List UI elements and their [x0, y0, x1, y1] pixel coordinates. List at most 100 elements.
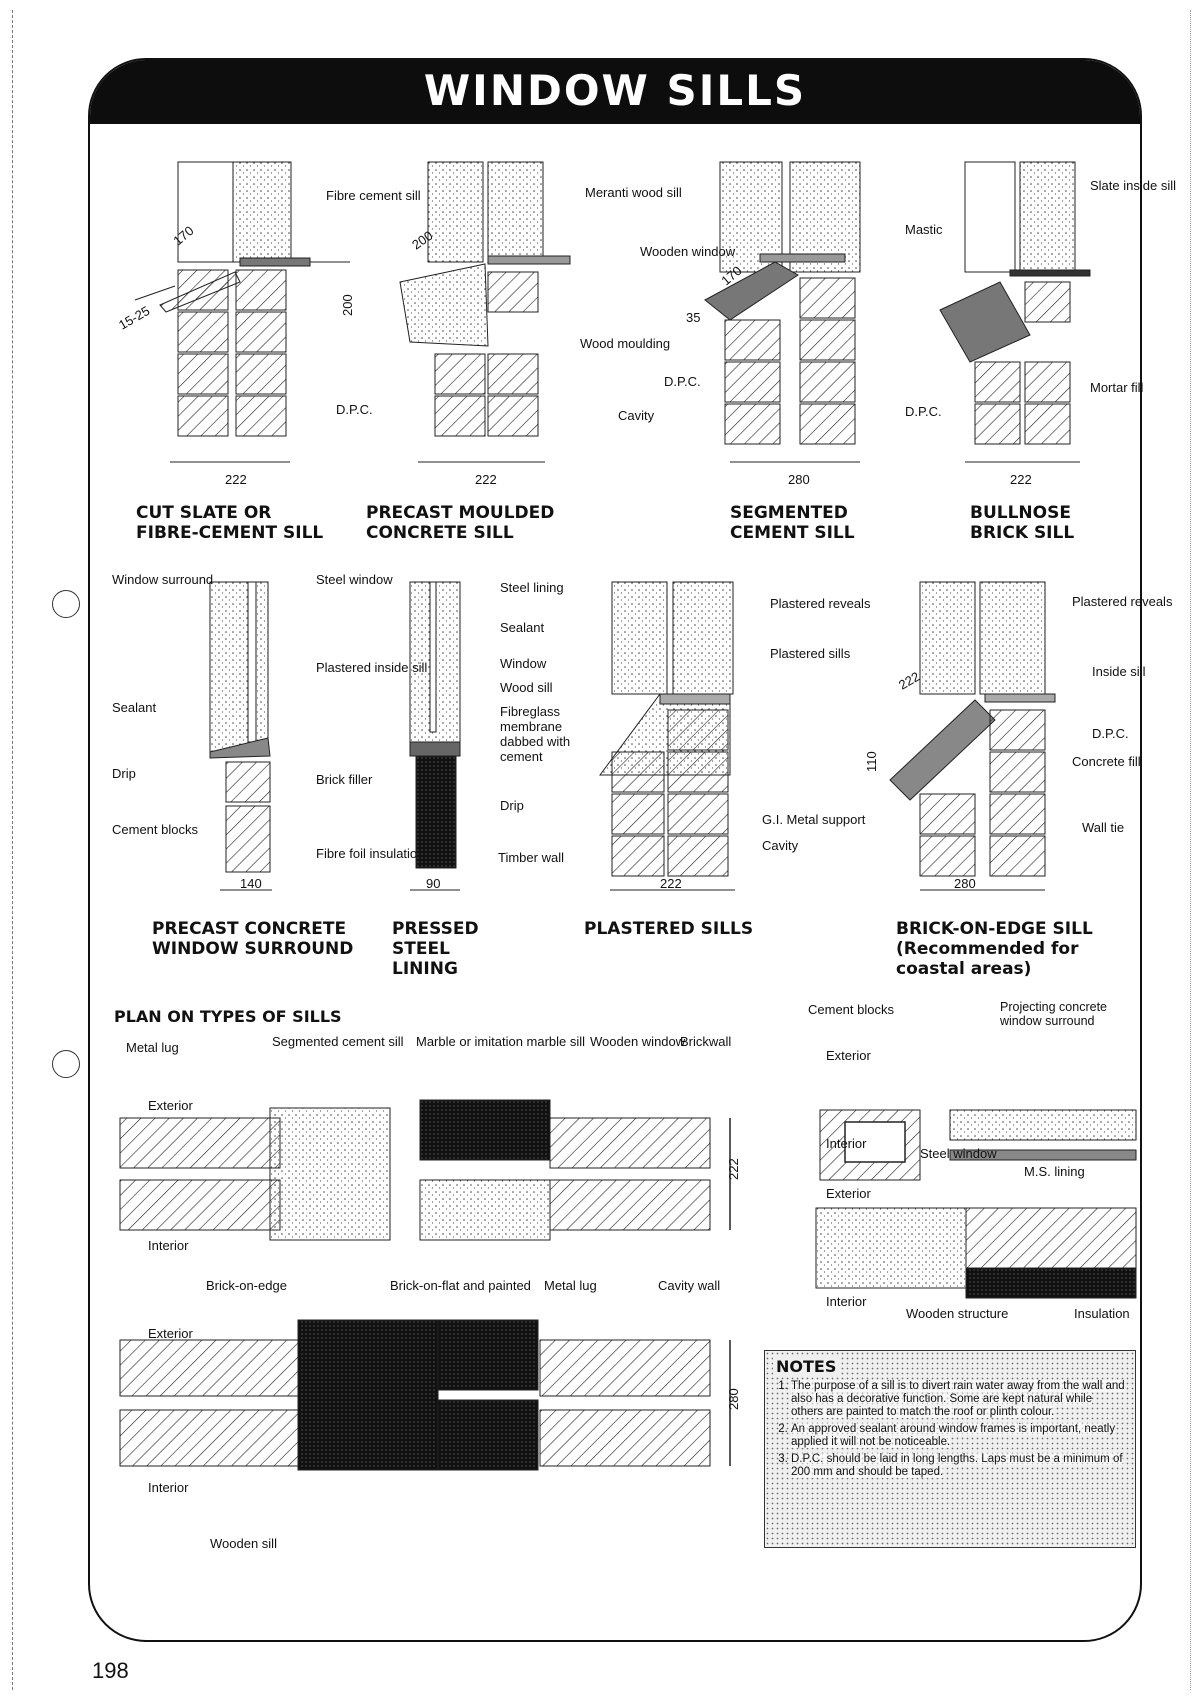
plan-heading: PLAN ON TYPES OF SILLS [114, 1007, 342, 1026]
page-title: WINDOW SILLS [423, 66, 807, 115]
label-brickwall: Brickwall [680, 1034, 731, 1049]
notes-box: NOTES The purpose of a sill is to divert… [764, 1350, 1136, 1548]
dim-label: 110 [864, 751, 879, 772]
title-bar: WINDOW SILLS [90, 60, 1140, 124]
detail-cut-slate-sill: 222 170 15-25 Fibre cement sill CUT SLAT… [116, 161, 421, 543]
label-timber-wall: Timber wall [498, 850, 564, 865]
label-wooden-window: Wooden window [590, 1034, 686, 1049]
caption-line: WINDOW SURROUND [152, 939, 353, 959]
label-brick-on-flat: Brick-on-flat and painted [390, 1278, 531, 1293]
label-mortar-fill: Mortar fill [1090, 380, 1144, 395]
dim-label: 222 [726, 1158, 741, 1180]
dim-label: 200 [340, 294, 355, 316]
detail-right-upper: Cement blocks Projecting concrete window… [808, 1000, 1137, 1181]
caption-line: CUT SLATE OR [136, 503, 271, 523]
label-exterior: Exterior [148, 1326, 193, 1341]
detail-right-lower: M.S. lining Exterior Interior Wooden str… [815, 1164, 1137, 1321]
detail-brick-on-edge-sill: 280 222 110 Plastered reveals Inside sil… [762, 581, 1173, 979]
page-number: 198 [92, 1658, 129, 1683]
label-wood-sill: Wood sill [500, 680, 553, 695]
label-plastered-reveals: Plastered reveals [770, 596, 871, 611]
label-cavity-wall: Cavity wall [658, 1278, 720, 1293]
caption-line: PRESSED [392, 919, 479, 939]
punch-hole [52, 1050, 80, 1078]
note-item: The purpose of a sill is to divert rain … [791, 1380, 1127, 1419]
notes-heading: NOTES [773, 1357, 840, 1376]
dim-label: 222 [896, 669, 922, 693]
label-plastered-inside-sill: Plastered inside sill [316, 660, 427, 675]
label-mastic: Mastic [905, 222, 943, 237]
caption-line: BRICK-ON-EDGE SILL [896, 919, 1093, 939]
label-brick-on-edge: Brick-on-edge [206, 1278, 287, 1293]
label-fibre-foil-insulation: Fibre foil insulation [316, 846, 424, 861]
caption-line: LINING [392, 959, 458, 979]
label-steel-window: Steel window [920, 1146, 997, 1161]
label-dpc: D.P.C. [336, 402, 373, 417]
dim-width: 222 [475, 472, 497, 487]
note-item: D.P.C. should be laid in long lengths. L… [791, 1453, 1127, 1479]
label-insulation: Insulation [1074, 1306, 1130, 1321]
notes-list: The purpose of a sill is to divert rain … [773, 1380, 1127, 1479]
dim-width: 90 [426, 876, 440, 891]
label-slate-inside-sill: Slate inside sill [1090, 178, 1176, 193]
label-gi-metal-support: G.I. Metal support [762, 812, 866, 827]
label-cement-blocks: Cement blocks [808, 1002, 894, 1017]
label-window: Window [500, 656, 547, 671]
caption-line: coastal areas) [896, 959, 1031, 979]
label-cavity: Cavity [762, 838, 799, 853]
label-plastered-reveals: Plastered reveals [1072, 594, 1173, 609]
label-exterior: Exterior [826, 1186, 871, 1201]
dim-width: 280 [954, 876, 976, 891]
caption-line: (Recommended for [896, 939, 1079, 959]
caption-line: BRICK SILL [970, 523, 1074, 543]
caption-line: CONCRETE SILL [366, 523, 514, 543]
label-concrete-fill: Concrete fill [1072, 754, 1141, 769]
caption-line: SEGMENTED [730, 503, 848, 523]
label-meranti-wood-sill: Meranti wood sill [585, 185, 682, 200]
label-drip: Drip [112, 766, 136, 781]
label-window-surround: Window surround [112, 572, 213, 587]
dim-width: 140 [240, 876, 262, 891]
detail-precast-window-surround: 140 Window surround Steel window Plaster… [112, 572, 427, 959]
caption-line: PLASTERED SILLS [584, 919, 753, 939]
label-wooden-sill: Wooden sill [210, 1536, 277, 1551]
label-dpc: D.P.C. [1092, 726, 1129, 741]
label-ms-lining: M.S. lining [1024, 1164, 1085, 1179]
label-interior: Interior [826, 1294, 867, 1309]
left-margin-perforation [12, 10, 15, 1690]
right-margin-perforation [1190, 10, 1193, 1690]
label-marble-sill: Marble or imitation marble sill [416, 1034, 585, 1049]
caption-line: BULLNOSE [970, 503, 1071, 523]
label-wooden-structure: Wooden structure [906, 1306, 1008, 1321]
label-interior: Interior [826, 1136, 867, 1151]
dim-width: 222 [1010, 472, 1032, 487]
note-item: An approved sealant around window frames… [791, 1423, 1127, 1449]
label-fibre-cement-sill: Fibre cement sill [326, 188, 421, 203]
label-dpc: D.P.C. [664, 374, 701, 389]
label-segmented-cement-sill: Segmented cement sill [272, 1034, 404, 1049]
dim-width: 222 [660, 876, 682, 891]
dim-width: 280 [788, 472, 810, 487]
label-wood-moulding: Wood moulding [580, 336, 670, 351]
label-exterior: Exterior [148, 1098, 193, 1113]
label-projecting-surround: Projecting concrete window surround [1000, 1000, 1107, 1028]
label-exterior: Exterior [826, 1048, 871, 1063]
dim-label: 15-25 [116, 303, 152, 333]
label-cement-blocks: Cement blocks [112, 822, 198, 837]
label-sealant: Sealant [500, 620, 544, 635]
label-wooden-window: Wooden window [640, 244, 736, 259]
label-cavity: Cavity [618, 408, 655, 423]
caption-line: CEMENT SILL [730, 523, 855, 543]
dim-width: 222 [225, 472, 247, 487]
plan-lower: 280 Brick-on-edge Brick-on-flat and pain… [119, 1278, 741, 1551]
dim-label: 35 [686, 310, 700, 325]
label-metal-lug: Metal lug [126, 1040, 179, 1055]
detail-plastered-sills: 222 Plastered reveals Plastered sills PL… [584, 581, 871, 939]
detail-segmented-cement-sill: 280 170 35 Wooden window D.P.C. Cavity S… [618, 161, 861, 543]
label-inside-sill: Inside sill [1092, 664, 1146, 679]
plan-upper: 222 Metal lug Segmented cement sill Marb… [119, 1034, 741, 1253]
caption-line: PRECAST CONCRETE [152, 919, 346, 939]
detail-precast-moulded-sill: 222 200 200 Meranti wood sill Wood mould… [336, 161, 682, 543]
detail-bullnose-brick-sill: 222 Mastic Slate inside sill Mortar fill… [905, 161, 1176, 543]
label-brick-filler: Brick filler [316, 772, 373, 787]
